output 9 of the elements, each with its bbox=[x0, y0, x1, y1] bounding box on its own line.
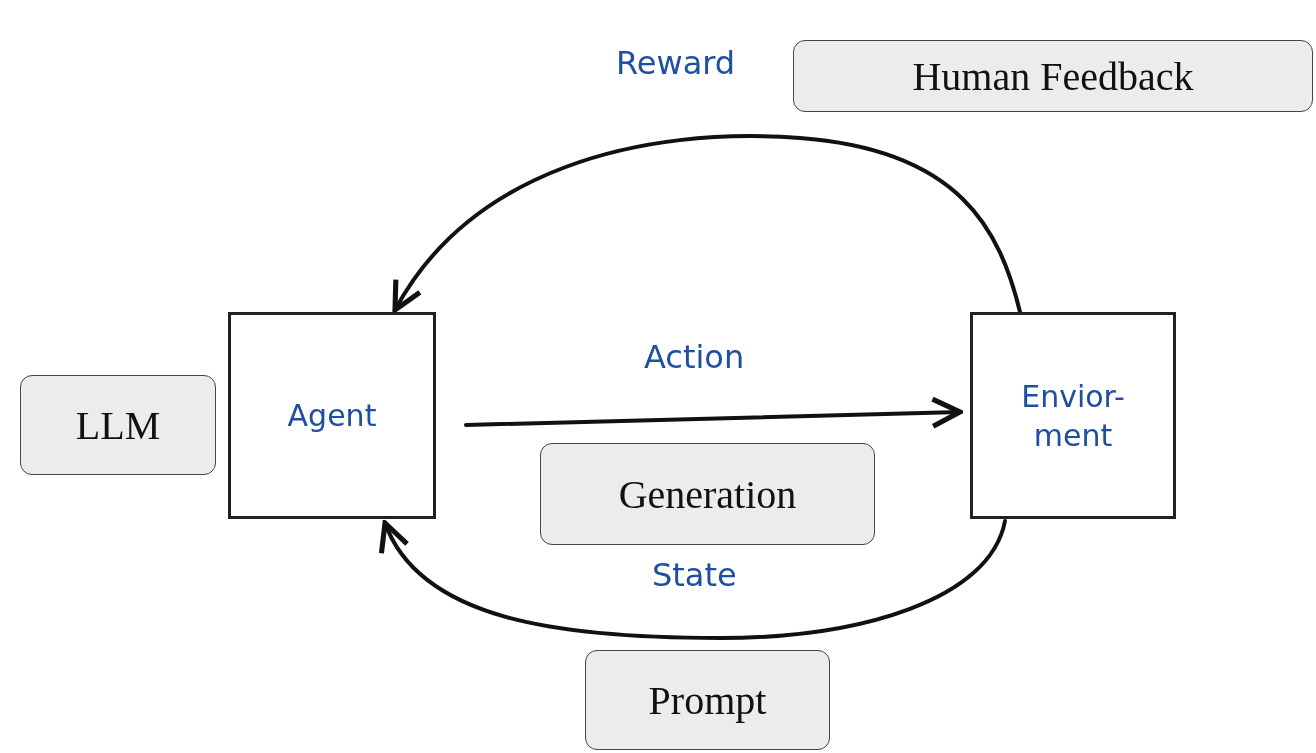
curved-arrow bbox=[382, 519, 1007, 640]
agent-box: Agent bbox=[228, 312, 436, 519]
environment-box: Envior- ment bbox=[970, 312, 1176, 519]
generation-box: Generation bbox=[540, 443, 875, 545]
prompt-box: Prompt bbox=[585, 650, 830, 750]
feedback-box: Human Feedback bbox=[793, 40, 1313, 112]
curved-arrow bbox=[392, 134, 1022, 314]
llm-box: LLM bbox=[20, 375, 216, 475]
arrow bbox=[464, 396, 963, 429]
